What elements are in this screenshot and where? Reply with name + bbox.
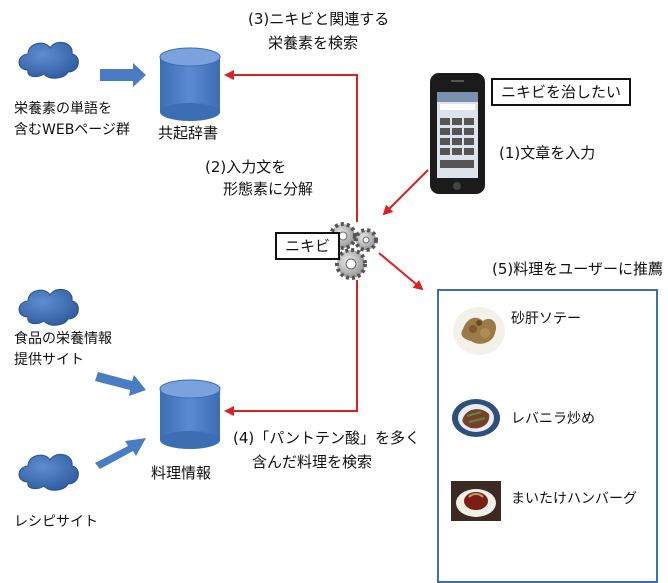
cloud-icon	[18, 41, 79, 79]
step3-label-line1: (3)ニキビと関連する	[248, 10, 390, 28]
dish-name: まいたけハンバーグ	[511, 491, 637, 507]
step4-label-line1: (4)「パントテン酸」を多く	[233, 429, 420, 447]
food-photo-icon	[451, 481, 501, 521]
user-input-box: ニキビを治したい	[491, 78, 632, 106]
web-pages-label-line1: 栄養素の単語を	[14, 101, 112, 117]
cloud-icon	[18, 453, 79, 491]
cloud-icon	[18, 288, 79, 326]
database-cylinder-icon	[159, 379, 221, 449]
red-arrow	[224, 70, 358, 222]
blue-arrow	[95, 372, 146, 396]
web-pages-label-line2: 含むWEBページ群	[14, 122, 131, 138]
database-cylinder-icon	[159, 47, 221, 121]
red-arrow	[224, 280, 358, 416]
morpheme-box: ニキビ	[275, 232, 341, 260]
recommendation-panel: 砂肝ソテー レバニラ炒め まいたけハンバーグ	[437, 289, 658, 583]
step5-label: (5)料理をユーザーに推薦	[492, 260, 663, 278]
smartphone-icon	[430, 73, 485, 194]
step1-label: (1)文章を入力	[499, 144, 596, 162]
diagram-canvas	[18, 41, 485, 491]
red-arrow	[382, 169, 429, 216]
food-nutrition-label-line2: 提供サイト	[14, 352, 84, 368]
step2-label-line2: 形態素に分解	[223, 180, 314, 198]
food-photo-icon	[452, 399, 500, 437]
step4-label-line2: 含んだ料理を検索	[252, 453, 373, 471]
blue-arrow	[100, 63, 146, 87]
cuisine-info-label: 料理情報	[151, 464, 212, 482]
dish-name: 砂肝ソテー	[511, 311, 581, 327]
blue-arrow	[95, 438, 146, 469]
red-arrow	[378, 252, 424, 291]
recipe-site-label: レシピサイト	[14, 514, 98, 530]
step2-label-line1: (2)入力文を	[205, 158, 287, 176]
food-nutrition-label-line1: 食品の栄養情報	[14, 331, 112, 347]
cooccurrence-dictionary-label: 共起辞書	[158, 124, 219, 142]
dish-name: レバニラ炒め	[511, 411, 595, 427]
step3-label-line2: 栄養素を検索	[268, 34, 359, 52]
food-photo-icon	[453, 307, 505, 355]
